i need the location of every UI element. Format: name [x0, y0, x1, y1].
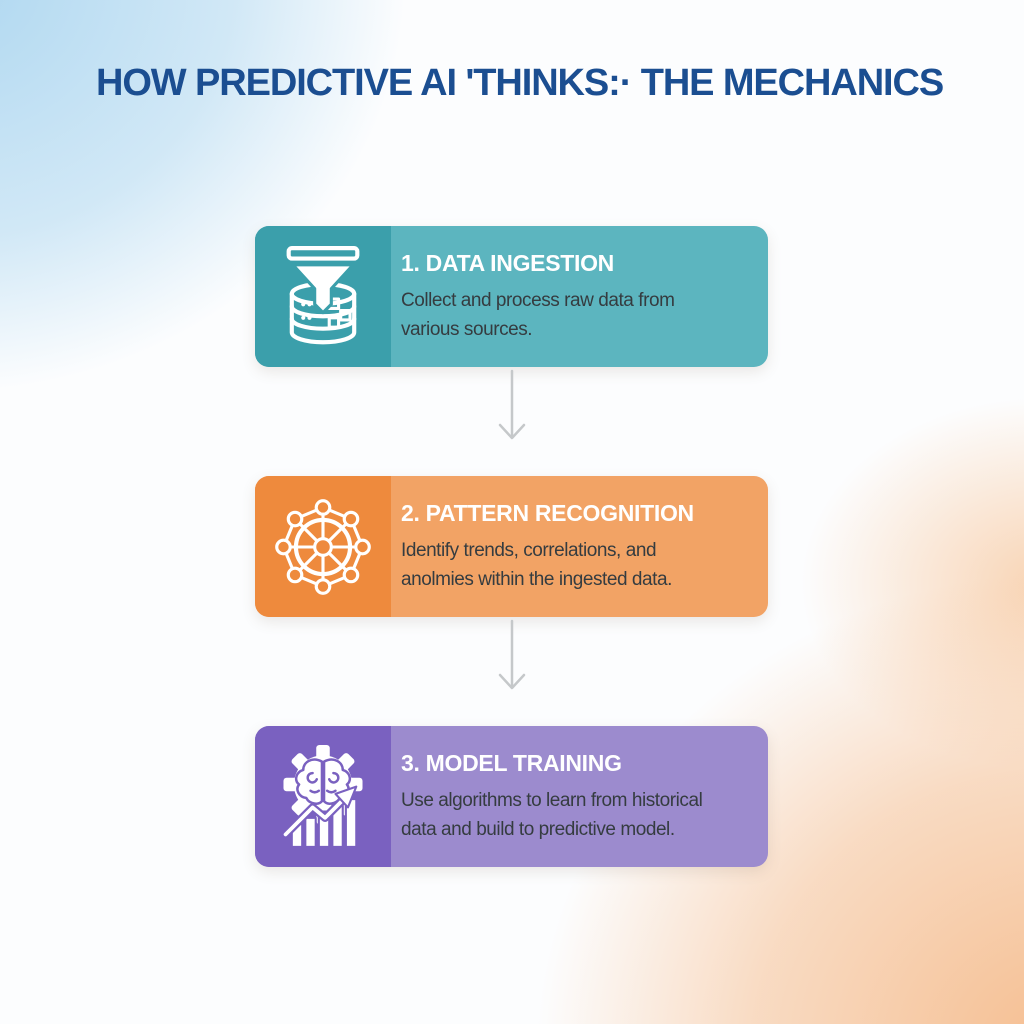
step-card-data-ingestion: 1. DATA INGESTION Collect and process ra… [255, 226, 768, 367]
step-description-line: Identify trends, correlations, and [401, 540, 657, 561]
step-description-line: Use algorithms to learn from historical [401, 790, 703, 811]
step-card-pattern-recognition: 2. PATTERN RECOGNITION Identify trends, … [255, 476, 768, 617]
step-icon-panel [255, 726, 391, 867]
step-title: 2. PATTERN RECOGNITION [401, 500, 694, 526]
step-description: Identify trends, correlations, and anolm… [401, 536, 694, 594]
page-title: HOW PREDICTIVE AI 'THINKS:· THE MECHANIC… [96, 62, 944, 104]
step-content: 2. PATTERN RECOGNITION Identify trends, … [391, 476, 700, 617]
step-description: Collect and process raw data from variou… [401, 286, 675, 344]
flow-arrow-down-icon [496, 619, 528, 699]
step-title: 3. MODEL TRAINING [401, 750, 622, 776]
step-title: 1. DATA INGESTION [401, 250, 614, 276]
step-description-line: various sources. [401, 319, 533, 340]
step-description: Use algorithms to learn from historical … [401, 786, 703, 844]
funnel-database-icon [286, 245, 360, 344]
flow-arrow-down-icon [496, 369, 528, 449]
step-icon-panel [255, 476, 391, 617]
step-card-model-training: 3. MODEL TRAINING Use algorithms to lear… [255, 726, 768, 867]
step-description-line: Collect and process raw data from [401, 290, 675, 311]
step-description-line: data and build to predictive model. [401, 819, 675, 840]
step-content: 3. MODEL TRAINING Use algorithms to lear… [391, 726, 708, 867]
step-content: 1. DATA INGESTION Collect and process ra… [391, 226, 680, 367]
network-wheel-icon [275, 498, 371, 595]
step-icon-panel [255, 226, 391, 367]
gear-brain-chart-icon [281, 744, 363, 848]
step-description-line: anolmies within the ingested data. [401, 569, 672, 590]
